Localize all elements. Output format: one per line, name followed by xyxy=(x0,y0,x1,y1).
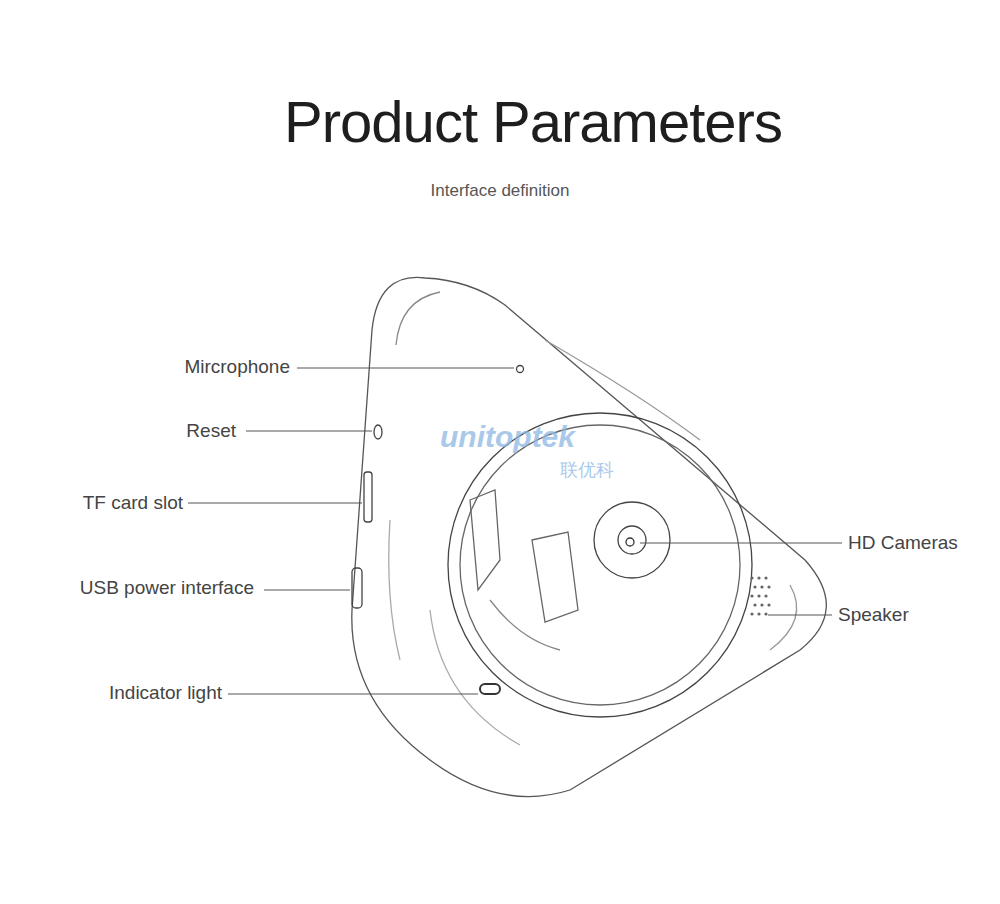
part-label: Speaker xyxy=(838,604,909,626)
speaker-hole xyxy=(760,585,763,588)
part-label: Indicator light xyxy=(109,682,222,704)
housing-groove xyxy=(430,610,520,745)
speaker-hole xyxy=(760,603,763,606)
indicator-light xyxy=(480,684,500,694)
page-title: Product Parameters xyxy=(0,88,1000,155)
ir-led xyxy=(470,490,500,590)
speaker-grille xyxy=(750,576,770,615)
housing-groove xyxy=(770,585,797,650)
hd-camera-lens xyxy=(594,502,670,578)
camera-body xyxy=(352,277,827,796)
lens-ring-inner xyxy=(460,425,740,705)
hd-camera-lens-inner xyxy=(618,526,646,554)
subtitle: Interface definition xyxy=(350,181,650,201)
watermark: 联优科 xyxy=(560,458,614,482)
leader-line xyxy=(264,590,350,591)
speaker-hole xyxy=(750,612,753,615)
speaker-hole xyxy=(757,576,760,579)
speaker-hole xyxy=(750,576,753,579)
hd-camera-pupil xyxy=(626,538,634,546)
leader-line xyxy=(228,694,478,695)
housing-outline xyxy=(352,277,827,796)
speaker-hole xyxy=(757,612,760,615)
speaker-hole xyxy=(767,585,770,588)
sensor-board xyxy=(532,532,578,622)
leader-line xyxy=(246,431,372,432)
part-label: Mircrophone xyxy=(184,356,290,378)
speaker-hole xyxy=(767,603,770,606)
reset-button xyxy=(374,425,382,439)
leader-lines xyxy=(188,368,842,694)
speaker-hole xyxy=(764,612,767,615)
speaker-hole xyxy=(757,594,760,597)
usb-port xyxy=(352,568,362,608)
housing-edge xyxy=(396,292,440,345)
lens-ring xyxy=(448,413,752,717)
speaker-hole xyxy=(753,585,756,588)
watermark: unitoptek xyxy=(440,420,575,454)
part-label: TF card slot xyxy=(83,492,183,514)
microphone-hole xyxy=(517,366,524,373)
tf-card-slot xyxy=(364,472,372,522)
speaker-hole xyxy=(753,603,756,606)
leader-line xyxy=(768,615,832,616)
housing-groove xyxy=(389,520,400,660)
leader-line xyxy=(640,543,842,544)
speaker-hole xyxy=(764,594,767,597)
part-label: Reset xyxy=(186,420,236,442)
inner-curve xyxy=(490,600,560,650)
leader-line xyxy=(297,368,514,369)
speaker-hole xyxy=(764,576,767,579)
speaker-hole xyxy=(750,594,753,597)
part-label: USB power interface xyxy=(80,577,254,599)
part-label: HD Cameras xyxy=(848,532,958,554)
leader-line xyxy=(188,503,362,504)
